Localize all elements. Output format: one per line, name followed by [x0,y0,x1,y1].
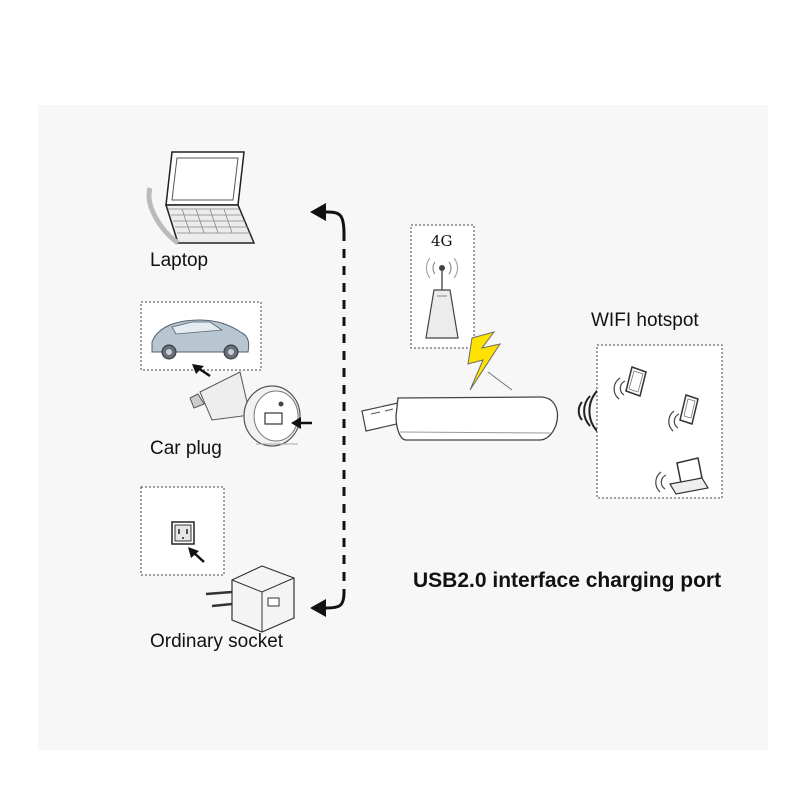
phone-icon [668,394,699,432]
usb-modem-dongle-icon [361,396,559,441]
wall-outlet-icon [171,521,195,545]
usb-wall-adapter-icon [205,565,295,633]
cell-tower-icon [425,257,459,339]
car-icon [151,319,250,360]
wifi-hotspot-box [596,344,723,499]
ordinary-socket-label: Ordinary socket [150,631,284,652]
bracket-arrow-icon [310,203,346,617]
laptop-label: Laptop [150,250,209,271]
wifi-hotspot-label: WIFI hotspot [591,310,699,331]
laptop-icon [146,151,256,246]
lightning-bolt-icon [467,331,502,391]
small-laptop-icon [655,457,709,495]
network-label: 4G [431,232,453,250]
car-charger-icon [189,371,301,447]
usb-interface-caption: USB2.0 interface charging port [413,569,722,592]
wireless-signal-icon [577,389,599,433]
car-plug-label: Car plug [150,438,222,459]
tablet-icon [613,366,647,400]
